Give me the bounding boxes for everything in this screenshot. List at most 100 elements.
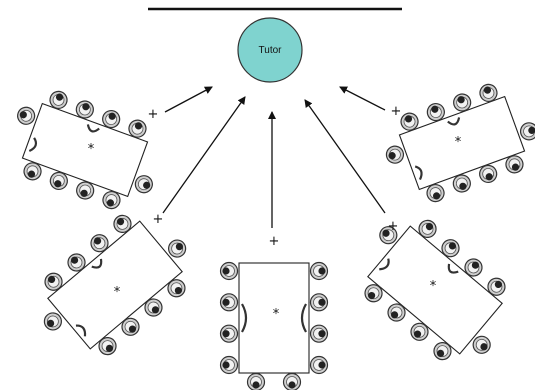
person-seat (385, 145, 405, 164)
person-seat (43, 312, 62, 331)
person-seat (98, 336, 117, 356)
person-seat (90, 234, 109, 253)
head-icon (459, 182, 467, 190)
head-icon (318, 361, 326, 369)
group-center-table (219, 261, 329, 390)
head-icon (105, 344, 114, 352)
person-seat (453, 93, 472, 112)
person-seat (519, 122, 535, 141)
group-lower-left: +* (43, 212, 187, 356)
head-icon (413, 330, 422, 338)
head-icon (222, 267, 230, 275)
head-icon (128, 325, 137, 333)
person-seat (49, 171, 68, 191)
divider-arc (75, 324, 87, 337)
group-star-mark: * (430, 279, 437, 294)
group-lower-right-table (364, 219, 506, 361)
table-outline (398, 95, 526, 191)
head-icon (82, 103, 90, 111)
head-icon (368, 291, 376, 300)
head-icon (425, 223, 434, 231)
head-icon (432, 192, 441, 200)
group-right: +* (385, 83, 535, 203)
person-seat (219, 355, 239, 375)
group-plus-mark: + (153, 212, 164, 227)
person-seat (76, 181, 95, 200)
head-icon (27, 170, 36, 178)
person-seat (75, 100, 94, 119)
person-seat (121, 317, 140, 336)
head-icon (70, 256, 79, 264)
person-seat (505, 155, 524, 174)
head-icon (174, 286, 182, 295)
person-seat (379, 226, 398, 245)
person-seat (102, 190, 121, 210)
person-seat (479, 164, 498, 184)
group-left: +* (17, 90, 158, 210)
head-icon (222, 330, 230, 338)
group-star-mark: * (455, 135, 462, 150)
person-seat (128, 119, 147, 138)
head-icon (222, 298, 230, 306)
person-seat (464, 258, 483, 277)
person-seat (168, 239, 187, 258)
head-icon (54, 180, 62, 188)
person-seat (426, 102, 445, 122)
head-icon (252, 381, 260, 389)
divider-arc (91, 258, 103, 269)
head-icon (480, 343, 488, 351)
divider-arc (414, 165, 423, 181)
head-icon (511, 163, 520, 171)
person-seat (23, 162, 42, 181)
person-seat (219, 261, 239, 281)
person-seat (472, 335, 491, 354)
tutor-node: Tutor (237, 17, 303, 83)
table-outline (47, 220, 183, 350)
head-icon (93, 237, 102, 245)
head-icon (436, 349, 445, 357)
person-seat (17, 106, 36, 125)
person-seat (102, 109, 121, 129)
person-seat (487, 277, 506, 296)
head-icon (485, 173, 493, 181)
person-seat (400, 112, 419, 131)
head-icon (108, 112, 116, 120)
group-right-table (385, 83, 535, 203)
head-icon (471, 261, 480, 269)
head-icon (222, 361, 230, 369)
head-icon (494, 280, 502, 289)
divider-arc (300, 303, 307, 333)
head-icon (318, 267, 326, 275)
head-icon (106, 199, 115, 207)
group-plus-mark: + (269, 234, 280, 249)
head-icon (175, 243, 184, 251)
tutor-label: Tutor (259, 45, 283, 56)
head-icon (457, 96, 465, 104)
person-seat (364, 284, 383, 303)
divider-arc (379, 258, 390, 271)
person-seat (387, 303, 406, 322)
person-seat (426, 183, 445, 203)
head-icon (288, 381, 296, 389)
arrows (162, 86, 386, 228)
person-seat (49, 90, 68, 110)
arrow-lower-right (304, 99, 386, 214)
head-icon (143, 181, 151, 189)
head-icon (80, 189, 88, 197)
arrow-lower-left (162, 96, 246, 214)
group-center: +* (219, 234, 329, 390)
group-star-mark: * (88, 142, 95, 157)
head-icon (431, 105, 439, 113)
person-seat (479, 83, 498, 103)
divider-arc (241, 303, 248, 333)
group-plus-mark: + (391, 104, 402, 119)
table-outline (238, 262, 310, 374)
group-lower-right: +* (364, 219, 506, 361)
divider-arc (28, 137, 38, 153)
divider-arc (447, 263, 459, 274)
head-icon (388, 152, 396, 160)
person-seat (246, 372, 266, 390)
person-seat (433, 341, 452, 361)
table-outline (21, 102, 149, 198)
